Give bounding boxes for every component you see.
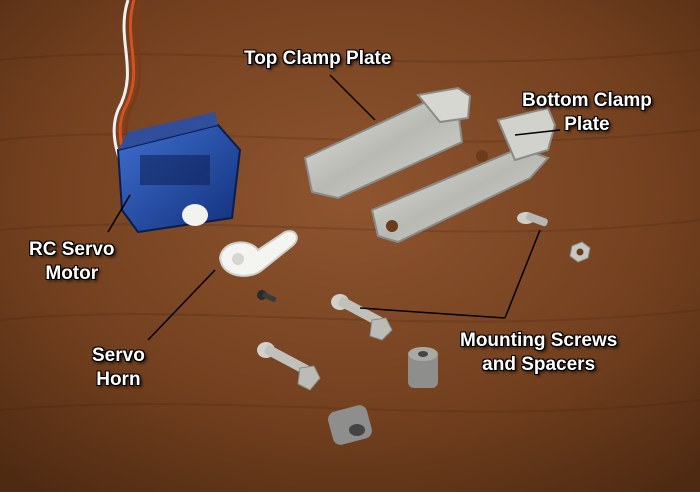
small-screw-right xyxy=(517,212,548,227)
label-bottom-clamp-plate: Bottom Clamp Plate xyxy=(522,89,652,137)
label-servo-horn-line1: Servo xyxy=(92,345,145,366)
label-mounting-screws-line2: and Spacers xyxy=(482,354,596,375)
wood-grain xyxy=(0,49,700,413)
label-rc-servo-motor-line1: RC Servo xyxy=(29,239,115,260)
label-bottom-clamp-plate-line2: Plate xyxy=(564,114,610,135)
label-top-clamp-plate-text: Top Clamp Plate xyxy=(244,48,392,69)
long-bolt-upper xyxy=(331,294,393,341)
servo-horn xyxy=(218,230,298,277)
label-rc-servo-motor-line2: Motor xyxy=(45,263,99,284)
label-rc-servo-motor: RC Servo Motor xyxy=(29,238,115,286)
tiny-black-screw xyxy=(257,290,277,303)
spacer-bottom xyxy=(328,405,372,445)
rc-servo-motor xyxy=(116,112,242,234)
label-servo-horn: Servo Horn xyxy=(92,344,145,392)
label-mounting-screws-line1: Mounting Screws xyxy=(460,330,618,351)
pointer-lines xyxy=(107,74,561,341)
label-servo-horn-line2: Horn xyxy=(96,369,141,390)
hex-nut xyxy=(569,241,591,263)
label-mounting-screws: Mounting Screws and Spacers xyxy=(460,329,617,377)
label-top-clamp-plate: Top Clamp Plate xyxy=(244,47,391,71)
spacer-right xyxy=(408,347,438,388)
long-bolt-lower xyxy=(257,342,321,391)
top-clamp-plate xyxy=(303,86,472,200)
label-bottom-clamp-plate-line1: Bottom Clamp xyxy=(522,90,652,111)
